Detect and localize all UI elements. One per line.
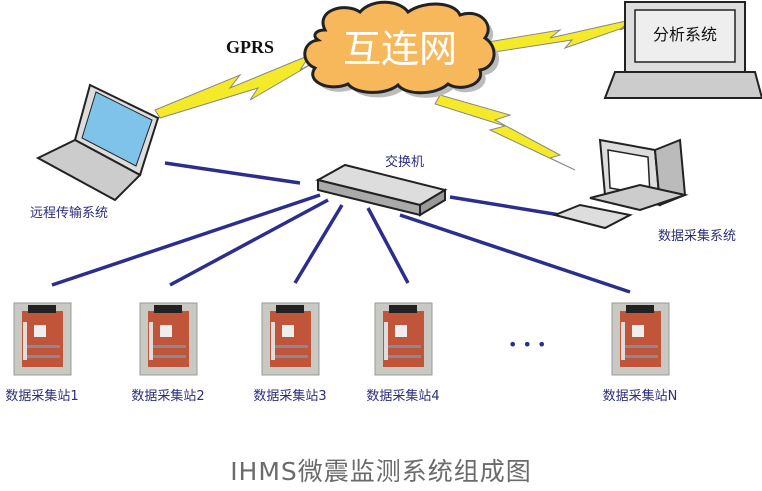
lightning-icon [154, 53, 316, 119]
cabinet-panel [22, 311, 63, 367]
link-station-1 [51, 193, 321, 287]
cabinet-rail [152, 355, 186, 358]
cabinet-rail [26, 355, 60, 358]
cabinet-rail [624, 345, 658, 348]
link-station-3 [293, 204, 344, 284]
station-label: 数据采集站N [603, 388, 678, 404]
station: 数据采集站1 [5, 302, 79, 404]
station-label: 数据采集站2 [131, 388, 204, 404]
station: 数据采集站3 [253, 302, 327, 404]
cabinet-rail [26, 345, 60, 348]
link-station-n [399, 213, 631, 294]
cabinet-panel [148, 311, 189, 367]
internet-cloud: 互连网 [303, 0, 500, 98]
lightning-icon [434, 94, 576, 171]
link-daq [449, 195, 561, 217]
cabinet-panel [383, 311, 424, 367]
cloud-label: 互连网 [343, 27, 457, 71]
cabinet-module [626, 305, 654, 313]
station: 数据采集站N [603, 302, 678, 404]
link-remote [164, 161, 301, 185]
daq-label: 数据采集系统 [658, 228, 736, 244]
cabinet-rail [387, 345, 421, 348]
cabinet-module [276, 305, 304, 313]
desktop-pc-icon [551, 138, 689, 230]
station-label: 数据采集站4 [366, 388, 439, 404]
switch-icon [315, 163, 448, 217]
cabinet-panel [620, 311, 661, 367]
cabinet-terminal [23, 322, 27, 360]
diagram-title: IHMS微震监测系统组成图 [230, 457, 532, 486]
cabinet-device [160, 325, 172, 337]
cabinet-rail [387, 355, 421, 358]
cabinet-rail [624, 355, 658, 358]
cabinet-terminal [149, 322, 153, 360]
cabinet-terminal [384, 322, 388, 360]
cabinet-module [389, 305, 417, 313]
station-label: 数据采集站3 [253, 388, 326, 404]
gprs-label: GPRS [226, 37, 274, 57]
cabinet-module [28, 305, 56, 313]
cabinet-module [154, 305, 182, 313]
cabinet-rail [274, 355, 308, 358]
ellipsis: • • • [508, 335, 546, 354]
remote-label: 远程传输系统 [30, 205, 108, 221]
wireless-links [154, 19, 641, 171]
cabinet-terminal [271, 322, 275, 360]
analysis-label: 分析系统 [653, 25, 717, 44]
stations: 数据采集站1 数据采集站2 数据采集站3 数据采集站4 数据采集站N [5, 302, 678, 404]
link-station-4 [366, 207, 410, 284]
cabinet-panel [270, 311, 311, 367]
cabinet-device [34, 325, 46, 337]
station: 数据采集站2 [131, 302, 205, 404]
switch-label: 交换机 [385, 154, 424, 170]
cabinet-terminal [621, 322, 625, 360]
analysis-terminal-icon: 分析系统 [603, 1, 762, 99]
cabinet-device [282, 325, 294, 337]
laptop-icon [35, 83, 160, 202]
link-station-2 [169, 198, 329, 287]
network-links [51, 161, 631, 294]
cabinet-rail [152, 345, 186, 348]
cabinet-rail [274, 345, 308, 348]
cabinet-device [395, 325, 407, 337]
cabinet-device [632, 325, 644, 337]
station: 数据采集站4 [366, 302, 440, 404]
station-label: 数据采集站1 [5, 388, 78, 404]
